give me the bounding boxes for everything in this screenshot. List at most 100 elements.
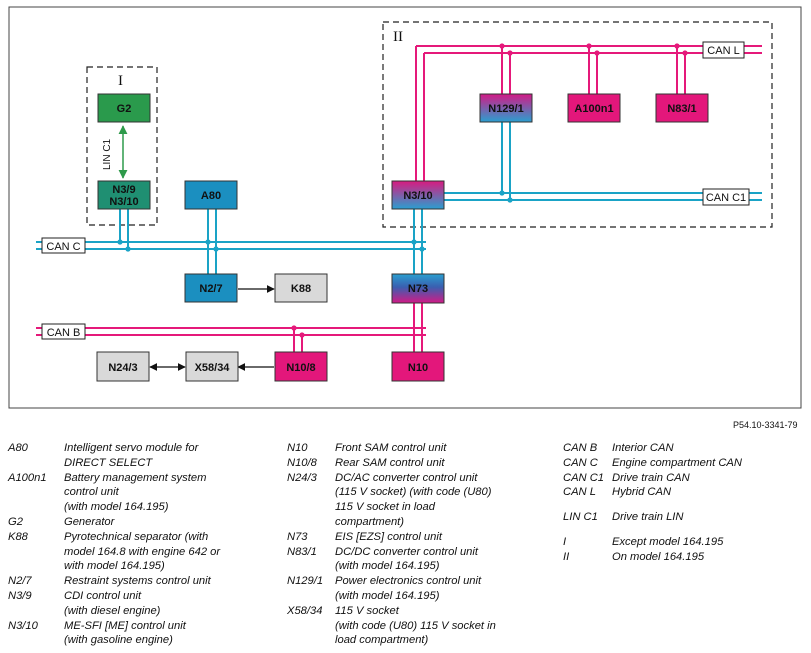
svg-text:A100n1: A100n1	[574, 103, 613, 115]
legend-description: Except model 164.195	[612, 535, 724, 548]
legend-code: N10	[287, 442, 308, 454]
legend-description: Generator	[64, 515, 115, 528]
legend-code: N10/8	[287, 456, 317, 469]
module-n3-10-hybrid[interactable]: N3/10	[391, 180, 445, 210]
legend-description: 115 V socket (with code (U80) 115 V sock…	[335, 604, 496, 647]
can-b-bus	[36, 303, 426, 352]
svg-text:X58/34: X58/34	[195, 362, 231, 374]
legend-description: Interior CAN	[612, 442, 674, 454]
module-a100n1[interactable]: A100n1	[567, 93, 621, 123]
svg-text:N73: N73	[408, 283, 428, 295]
can-c-tag: CAN C	[41, 237, 86, 254]
legend-description: Drive train LIN	[612, 511, 684, 524]
svg-text:CAN B: CAN B	[47, 327, 81, 339]
svg-text:N3/10: N3/10	[403, 190, 432, 202]
svg-text:K88: K88	[291, 283, 311, 295]
network-diagram: I II	[8, 6, 802, 409]
svg-text:A80: A80	[201, 190, 221, 202]
figure-reference: P54.10-3341-79	[733, 420, 798, 430]
module-n10[interactable]: N10	[391, 351, 445, 382]
legend-entry: I Except model 164.195	[563, 535, 803, 550]
legend-description: On model 164.195	[612, 550, 705, 563]
legend-entry: N73 EIS [EZS] control unit	[287, 530, 559, 545]
legend-code: CAN C1	[563, 471, 605, 484]
legend-entry: N2/7 Restraint systems control unit	[8, 574, 278, 589]
legend-code: CAN L	[563, 486, 596, 499]
svg-text:N3/10: N3/10	[109, 196, 138, 208]
legend-description: DC/AC converter control unit (115 V sock…	[335, 471, 492, 528]
module-n73[interactable]: N73	[391, 273, 445, 304]
module-n10-8[interactable]: N10/8	[274, 351, 328, 382]
svg-text:CAN C1: CAN C1	[706, 192, 746, 204]
svg-text:N10/8: N10/8	[286, 362, 315, 374]
module-k88[interactable]: K88	[274, 273, 328, 303]
legend-code: A100n1	[8, 471, 47, 484]
can-c1-nodes	[499, 190, 513, 203]
legend-entry: A100n1 Battery management system control …	[8, 471, 278, 515]
legend-description: CDI control unit (with diesel engine)	[64, 589, 161, 617]
legend-description: Rear SAM control unit	[335, 456, 445, 469]
svg-text:CAN L: CAN L	[707, 45, 739, 57]
legend-description: Battery management system control unit (…	[64, 471, 207, 514]
module-n129-1[interactable]: N129/1	[479, 93, 533, 123]
legend-entry: N3/10 ME-SFI [ME] control unit (with gaso…	[8, 619, 278, 649]
legend-code: I	[563, 535, 567, 548]
svg-text:CAN C: CAN C	[46, 241, 80, 253]
module-n3-9-n3-10[interactable]: N3/9 N3/10	[97, 180, 151, 210]
svg-text:N83/1: N83/1	[667, 103, 696, 115]
group-i-box	[86, 66, 158, 226]
legend-description: Engine compartment CAN	[612, 456, 742, 469]
legend-description: DC/DC converter control unit (with model…	[335, 545, 479, 573]
legend-entry: CAN C1 Drive train CAN	[563, 471, 803, 486]
legend-code: K88	[8, 530, 28, 543]
module-x58-34[interactable]: X58/34	[185, 351, 239, 382]
group-ii-label: II	[393, 29, 403, 45]
legend-code: X58/34	[287, 604, 323, 617]
legend-entry: A80 Intelligent servo module for DIRECT S…	[8, 441, 278, 471]
svg-text:N2/7: N2/7	[199, 283, 222, 295]
module-n83-1[interactable]: N83/1	[655, 93, 709, 123]
legend-entry: G2 Generator	[8, 515, 278, 530]
legend-code: II	[563, 550, 570, 563]
module-g2[interactable]: G2	[97, 93, 151, 123]
lin-c1-label: LIN C1	[102, 138, 113, 170]
legend-code: LIN C1	[563, 511, 598, 524]
module-n2-7[interactable]: N2/7	[184, 273, 238, 303]
legend-entry: N3/9 CDI control unit (with diesel engine…	[8, 589, 278, 619]
legend-entry: N10 Front SAM control unit	[287, 441, 559, 456]
group-ii-box	[382, 21, 773, 228]
svg-text:N24/3: N24/3	[108, 362, 137, 374]
legend-code: N3/10	[8, 619, 38, 632]
legend-description: Intelligent servo module for DIRECT SELE…	[64, 442, 199, 469]
module-n24-3[interactable]: N24/3	[96, 351, 150, 382]
legend-code: N2/7	[8, 575, 32, 588]
module-a80[interactable]: A80	[184, 180, 238, 210]
legend-code: G2	[8, 515, 23, 528]
legend-code: A80	[8, 442, 28, 454]
group-i-label: I	[118, 73, 123, 89]
can-c-nodes	[117, 239, 425, 252]
svg-text:N129/1: N129/1	[488, 103, 523, 115]
can-l-nodes	[499, 43, 688, 56]
legend-entry: LIN C1 Drive train LIN	[563, 510, 803, 525]
legend-description: Power electronics control unit (with mod…	[335, 575, 482, 602]
legend-entry: X58/34 115 V socket (with code (U80) 115 …	[287, 604, 559, 648]
legend-description: EIS [EZS] control unit	[335, 530, 442, 543]
legend-description: Restraint systems control unit	[64, 575, 211, 588]
legend-description: ME-SFI [ME] control unit (with gasoline …	[64, 619, 186, 647]
legend-code: N3/9	[8, 589, 32, 602]
svg-text:N10: N10	[408, 362, 428, 374]
legend-code: N73	[287, 530, 308, 543]
legend-column-1: A80 Intelligent servo module for DIRECT S…	[8, 441, 278, 648]
svg-text:G2: G2	[117, 103, 132, 115]
legend-description: Front SAM control unit	[335, 442, 447, 454]
